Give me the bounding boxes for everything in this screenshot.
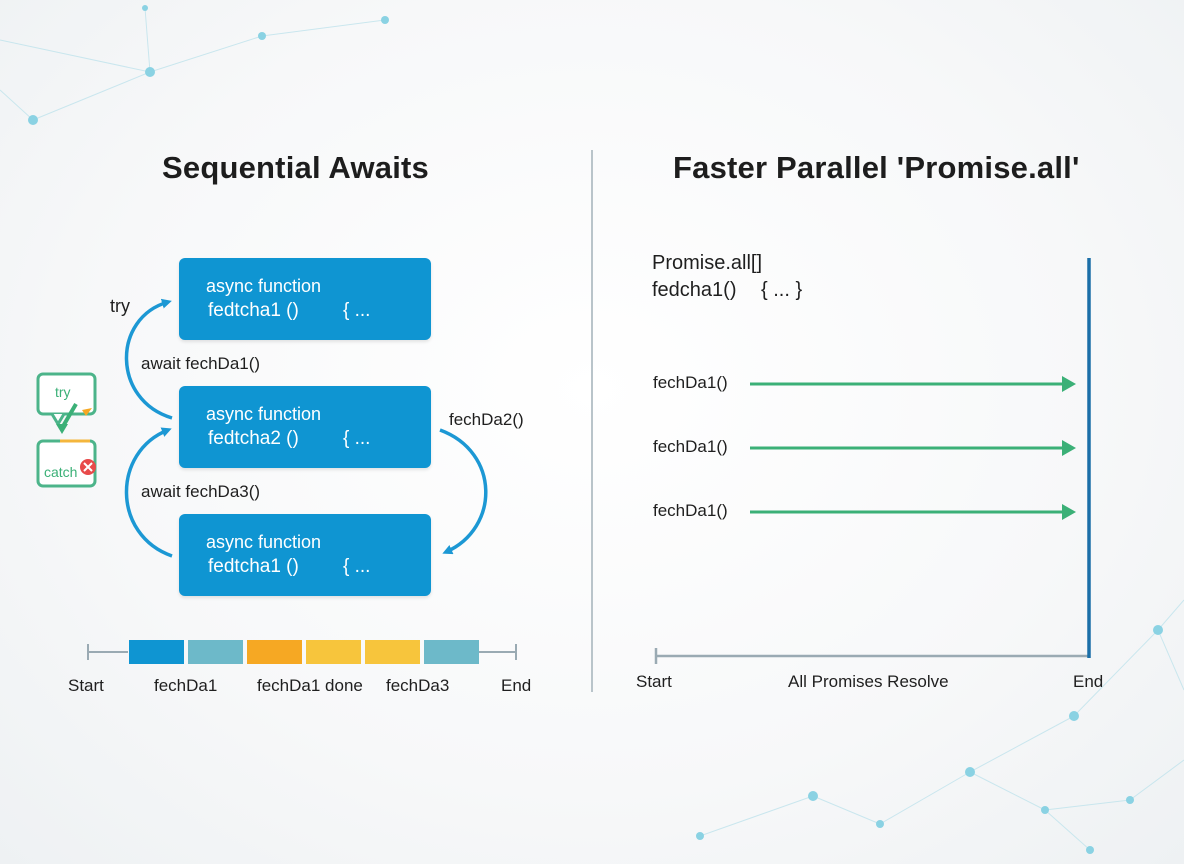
panel-divider bbox=[591, 150, 593, 692]
function-keyword: async function bbox=[206, 532, 322, 552]
await-label-2: await fechDa3() bbox=[141, 482, 261, 501]
left-title: Sequential Awaits bbox=[162, 150, 429, 185]
arrow-box2-to-box1 bbox=[124, 298, 173, 420]
function-name: fedtcha1 () bbox=[208, 300, 299, 321]
timeline-segment bbox=[129, 640, 184, 664]
try-catch-badge bbox=[36, 372, 97, 488]
try-label: try bbox=[110, 296, 130, 316]
badge-try-text: try bbox=[55, 384, 71, 400]
left-timeline-end: End bbox=[501, 676, 532, 695]
function-brace: { ... bbox=[343, 556, 371, 577]
parallel-arrows bbox=[750, 376, 1076, 520]
function-brace: { ... bbox=[343, 428, 371, 449]
await-label-1: await fechDa1() bbox=[141, 354, 261, 373]
left-timeline-label-1: fechDa1 bbox=[154, 676, 218, 695]
function-keyword: async function bbox=[206, 276, 322, 296]
promise-fn-line: fedcha1() bbox=[652, 279, 737, 301]
badge-catch-text: catch bbox=[44, 464, 78, 480]
left-timeline-start: Start bbox=[68, 676, 104, 695]
timeline-segment bbox=[365, 640, 420, 664]
right-timeline bbox=[654, 258, 1091, 664]
arrow-box2-to-box3 bbox=[439, 428, 488, 555]
right-timeline-middle: All Promises Resolve bbox=[788, 672, 949, 691]
arrow-box3-to-box2 bbox=[124, 427, 173, 558]
parallel-call-2: fechDa1() bbox=[653, 437, 728, 456]
function-name: fedtcha2 () bbox=[208, 428, 299, 449]
timeline-segment bbox=[306, 640, 361, 664]
function-box-1: async function fedtcha1 () { ... bbox=[179, 258, 431, 340]
parallel-call-3: fechDa1() bbox=[653, 501, 728, 520]
function-brace: { ... bbox=[343, 300, 371, 321]
right-timeline-start: Start bbox=[636, 672, 672, 691]
call-label-right: fechDa2() bbox=[449, 410, 524, 429]
left-timeline-label-3: fechDa3 bbox=[386, 676, 450, 695]
timeline-segment bbox=[188, 640, 243, 664]
function-name: fedtcha1 () bbox=[208, 556, 299, 577]
promise-all-line: Promise.all[] bbox=[652, 252, 763, 274]
timeline-segment bbox=[247, 640, 302, 664]
promise-fn-brace: { ... } bbox=[761, 279, 803, 301]
function-box-3: async function fedtcha1 () { ... bbox=[179, 514, 431, 596]
right-timeline-end: End bbox=[1073, 672, 1104, 691]
function-box-2: async function fedtcha2 () { ... bbox=[179, 386, 431, 468]
timeline-segment bbox=[424, 640, 479, 664]
right-title: Faster Parallel 'Promise.all' bbox=[673, 150, 1080, 185]
left-timeline-label-2: fechDa1 done bbox=[257, 676, 363, 695]
function-keyword: async function bbox=[206, 404, 322, 424]
left-timeline bbox=[87, 644, 517, 660]
parallel-call-1: fechDa1() bbox=[653, 373, 728, 392]
